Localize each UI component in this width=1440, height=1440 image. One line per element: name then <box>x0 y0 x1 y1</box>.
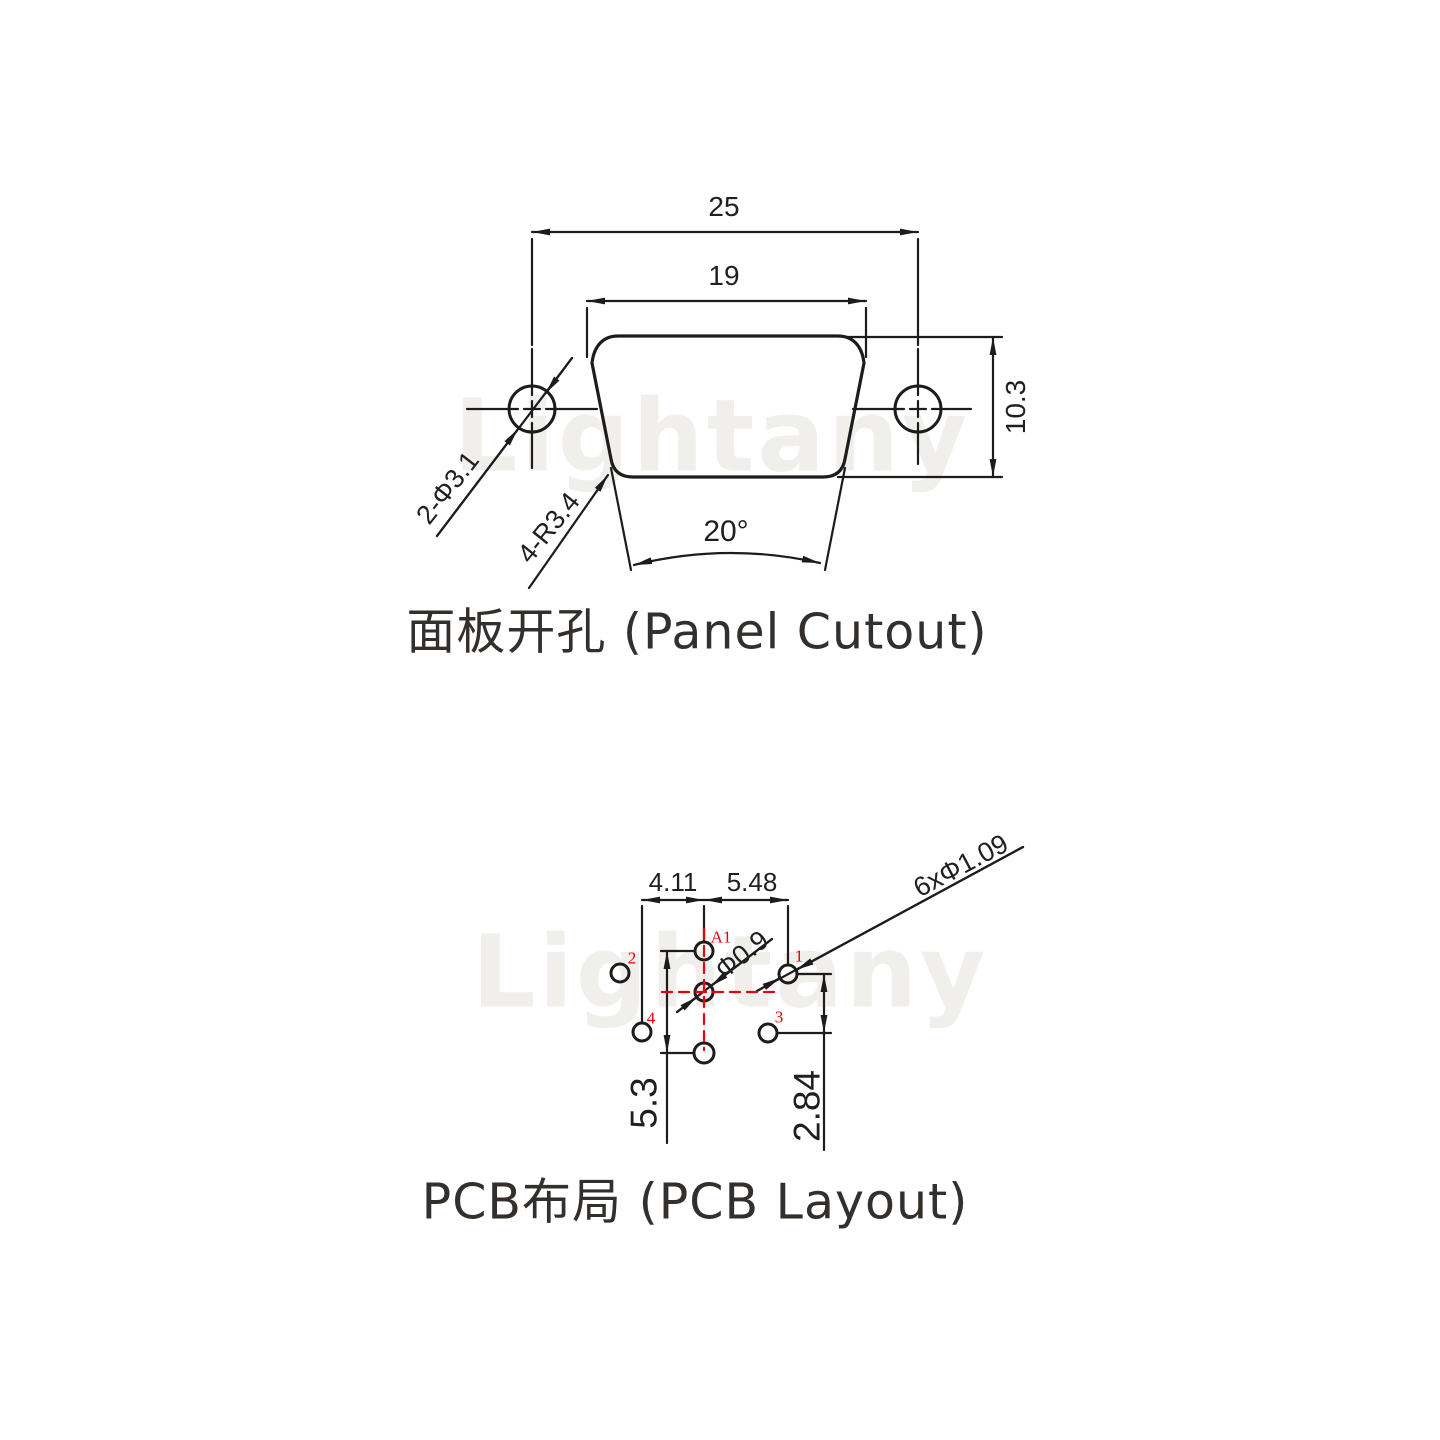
dim-outer-width-label: 25 <box>708 191 740 222</box>
pin-label-4: 4 <box>646 1008 656 1028</box>
pin-label-1: 1 <box>794 946 804 966</box>
dim-pitch-left-label: 4.11 <box>648 867 698 897</box>
dim-height-label: 10.3 <box>1000 379 1031 435</box>
pcb-layout-linework <box>609 845 1025 1152</box>
pcb-layout-title: PCB布局 (PCB Layout) <box>421 1173 969 1231</box>
watermark-top: Lightany <box>453 377 971 495</box>
panel-cutout-linework <box>435 228 1004 590</box>
pin-label-a1: A1 <box>710 927 732 947</box>
panel-cutout-title: 面板开孔 (Panel Cutout) <box>406 603 988 661</box>
dim-angle-label: 20° <box>703 515 749 548</box>
dim-vertical-right-label: 2.84 <box>786 1069 828 1143</box>
dim-vertical-left-label: 5.3 <box>623 1077 665 1129</box>
pin-label-3: 3 <box>774 1007 784 1027</box>
dim-inner-width-label: 19 <box>708 260 740 291</box>
pin-label-2: 2 <box>627 948 637 968</box>
dim-pitch-right-label: 5.48 <box>726 867 778 897</box>
